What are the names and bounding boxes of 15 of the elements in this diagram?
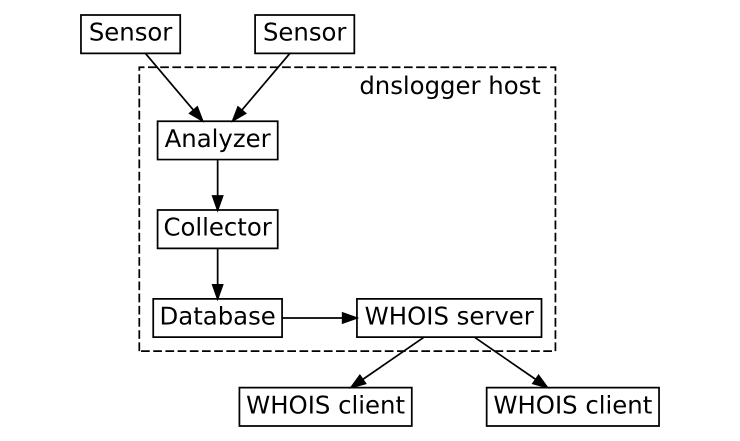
- arrow: [144, 52, 204, 123]
- arrow: [212, 249, 224, 302]
- arrow: [474, 336, 550, 389]
- arrow: [282, 312, 360, 324]
- node-box: WHOIS client: [486, 386, 660, 427]
- arrow: [212, 160, 224, 213]
- node-box: Analyzer: [156, 120, 279, 160]
- node-box: Sensor: [80, 14, 182, 54]
- node-box: Database: [152, 298, 283, 338]
- arrow: [349, 336, 424, 389]
- node-box: Collector: [156, 209, 279, 250]
- node-box: WHOIS client: [238, 386, 413, 427]
- arrow: [231, 52, 291, 123]
- node-box: WHOIS server: [356, 298, 542, 338]
- node-box: Sensor: [254, 14, 356, 54]
